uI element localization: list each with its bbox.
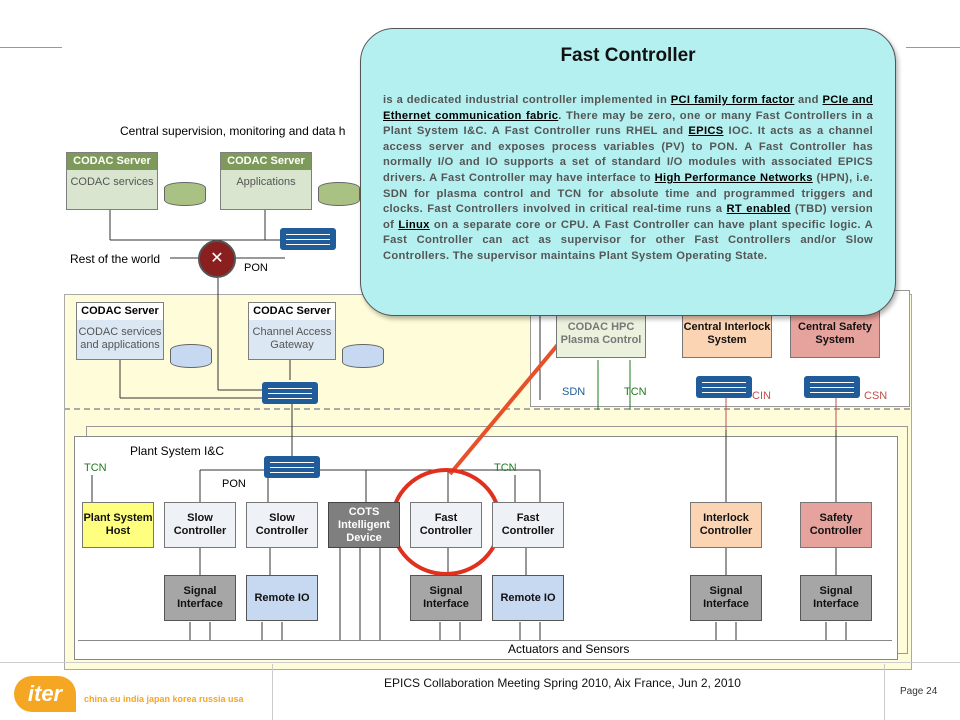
rest-of-world-label: Rest of the world — [70, 252, 161, 266]
link-pci-form-factor[interactable]: PCI family form factor — [670, 94, 795, 106]
plant-system-title: Plant System I&C — [130, 444, 225, 458]
tcn-label: TCN — [494, 462, 517, 474]
cin-label: CIN — [752, 390, 771, 402]
callout-text: and — [794, 94, 823, 106]
network-switch-icon — [280, 228, 336, 250]
fast-controller-2[interactable]: Fast Controller — [492, 502, 564, 548]
remote-io-1[interactable]: Remote IO — [246, 575, 318, 621]
callout-text: is a dedicated industrial controller imp… — [383, 94, 671, 106]
pon-label: PON — [222, 478, 246, 490]
footer-divider — [884, 664, 885, 720]
central-supervision-label: Central supervision, monitoring and data… — [120, 124, 346, 138]
top-rule-left — [0, 47, 62, 48]
footer-rule — [0, 662, 960, 663]
central-interlock-box[interactable]: Central Interlock System — [682, 310, 772, 358]
database-icon — [170, 344, 212, 368]
codac-server-sub: Channel Access Gateway — [252, 326, 332, 351]
link-high-performance-networks[interactable]: High Performance Networks — [654, 171, 813, 184]
dashed-separator — [64, 408, 910, 410]
csn-label: CSN — [864, 390, 888, 402]
pon-label: PON — [244, 262, 268, 274]
signal-interface-4[interactable]: Signal Interface — [800, 575, 872, 621]
callout-text: on a separate core or CPU. A Fast Contro… — [383, 218, 873, 262]
plant-system-box — [74, 436, 898, 660]
central-safety-box[interactable]: Central Safety System — [790, 310, 880, 358]
codac-server-top-left[interactable]: CODAC Server CODAC services — [66, 152, 158, 210]
cots-intelligent-device[interactable]: COTS Intelligent Device — [328, 502, 400, 548]
codac-server-title: CODAC Server — [67, 153, 157, 170]
sdn-label: SDN — [562, 386, 586, 398]
callout-title: Fast Controller — [560, 45, 696, 66]
codac-hpc-box[interactable]: CODAC HPC Plasma Control — [556, 310, 646, 358]
slow-controller-1[interactable]: Slow Controller — [164, 502, 236, 548]
signal-interface-3[interactable]: Signal Interface — [690, 575, 762, 621]
fast-controller-callout: Fast Controller is a dedicated industria… — [360, 28, 896, 316]
codac-server-top-right[interactable]: CODAC Server Applications — [220, 152, 312, 210]
database-icon — [318, 182, 360, 206]
footer-tagline: china eu india japan korea russia usa — [84, 694, 244, 704]
codac-server-title: CODAC Server — [249, 303, 335, 320]
network-switch-icon — [262, 382, 318, 404]
actuators-bar — [78, 640, 892, 657]
network-switch-icon — [264, 456, 320, 478]
slow-controller-2[interactable]: Slow Controller — [246, 502, 318, 548]
codac-server-mid-right[interactable]: CODAC Server Channel Access Gateway — [248, 302, 336, 360]
network-switch-icon — [696, 376, 752, 398]
codac-server-mid-left[interactable]: CODAC Server CODAC services and applicat… — [76, 302, 164, 360]
top-rule-right — [906, 47, 960, 48]
callout-text: . There may be zero, one or many Fast Co… — [383, 109, 873, 138]
codac-server-title: CODAC Server — [77, 303, 163, 320]
link-pcie-ethernet[interactable]: PCIe and Ethernet communication fabric — [383, 94, 873, 122]
signal-interface-1[interactable]: Signal Interface — [164, 575, 236, 621]
database-icon — [342, 344, 384, 368]
page-number: Page 24 — [900, 686, 938, 697]
actuators-sensors-label: Actuators and Sensors — [508, 642, 630, 656]
tcn-label: TCN — [624, 386, 647, 398]
router-icon: ✕ — [198, 240, 236, 278]
codac-server-sub: CODAC services — [70, 176, 154, 188]
codac-server-sub: CODAC services and applications — [78, 326, 162, 351]
codac-server-title: CODAC Server — [221, 153, 311, 170]
codac-server-sub: Applications — [236, 176, 296, 188]
link-rt-enabled[interactable]: RT enabled — [726, 203, 791, 216]
footer-meeting: EPICS Collaboration Meeting Spring 2010,… — [384, 676, 741, 690]
network-switch-icon — [804, 376, 860, 398]
callout-body: is a dedicated industrial controller imp… — [383, 93, 873, 265]
remote-io-2[interactable]: Remote IO — [492, 575, 564, 621]
safety-controller[interactable]: Safety Controller — [800, 502, 872, 548]
link-linux[interactable]: Linux — [398, 218, 430, 231]
database-icon — [164, 182, 206, 206]
footer-divider — [272, 664, 273, 720]
callout-text: IOC. It acts as a channel access server … — [383, 125, 873, 184]
tcn-label: TCN — [84, 462, 107, 474]
interlock-controller[interactable]: Interlock Controller — [690, 502, 762, 548]
iter-logo: iter — [14, 676, 76, 712]
callout-text: (TBD) version of — [383, 203, 874, 231]
callout-text: (HPN), i.e. SDN for plasma control and T… — [383, 171, 873, 216]
link-epics[interactable]: EPICS — [688, 125, 724, 138]
signal-interface-2[interactable]: Signal Interface — [410, 575, 482, 621]
plant-system-host[interactable]: Plant System Host — [82, 502, 154, 548]
fast-controller-1[interactable]: Fast Controller — [410, 502, 482, 548]
